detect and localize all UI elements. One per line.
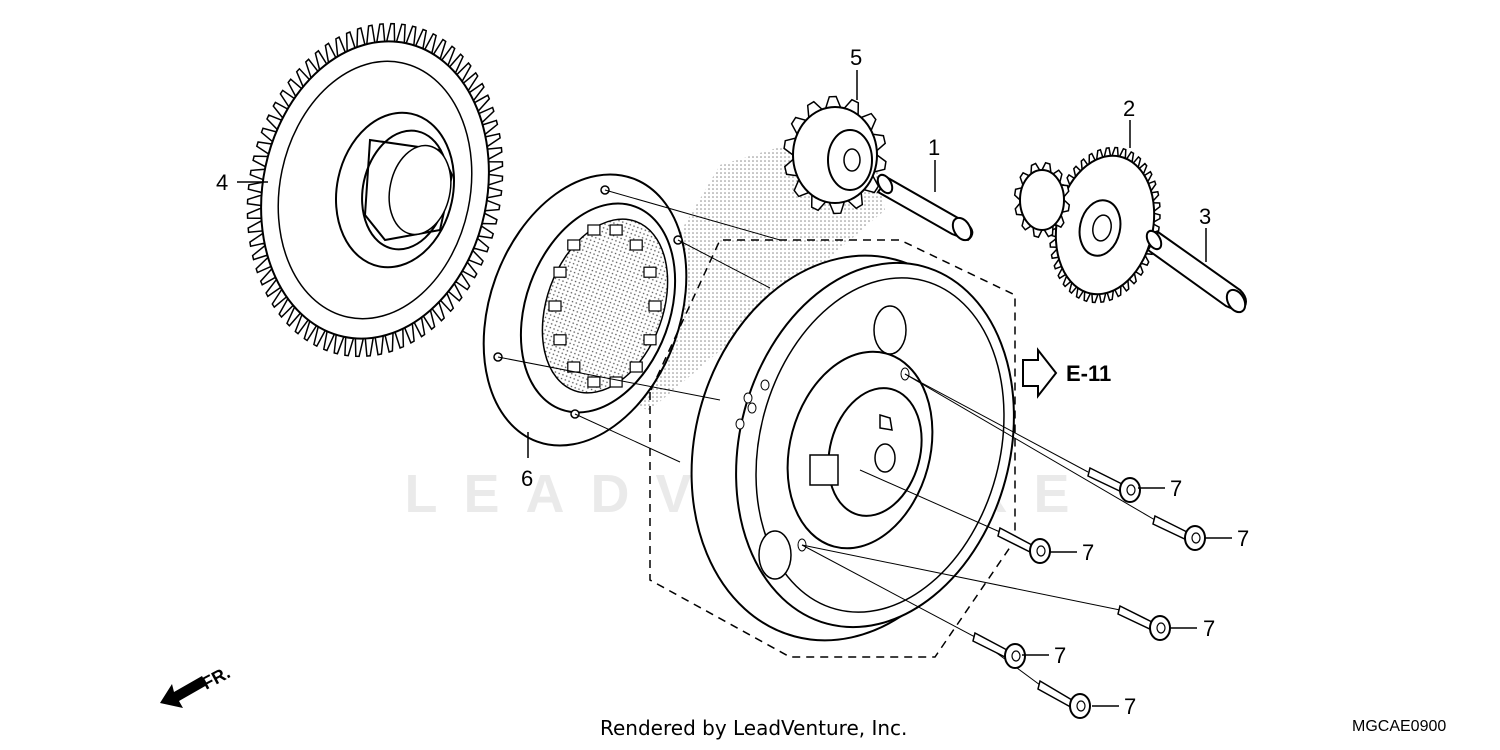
clutch-roller (609, 224, 623, 236)
flange-bolts[interactable] (972, 466, 1206, 719)
idle-gear-shaft[interactable] (875, 172, 975, 243)
clutch-roller (553, 334, 567, 346)
clutch-roller (609, 376, 623, 388)
bolt-socket (1156, 622, 1166, 634)
front-direction-indicator: FR. (160, 662, 233, 708)
callout-7a: 7 (1170, 476, 1182, 501)
bolt[interactable] (1117, 604, 1171, 641)
callout-6: 6 (521, 466, 533, 491)
front-arrow-icon (160, 676, 207, 708)
callout-1: 1 (928, 135, 940, 160)
starter-reduction-gear[interactable] (1013, 146, 1167, 304)
starter-driven-gear[interactable] (234, 20, 515, 360)
bolt-socket (1076, 700, 1086, 712)
clutch-roller (587, 224, 601, 236)
bolt-socket (1126, 484, 1136, 496)
assembly-lines (497, 189, 1156, 686)
diagram-code: MGCAE0900 (1352, 718, 1447, 735)
front-label: FR. (198, 662, 233, 693)
clutch-roller (553, 266, 567, 278)
clutch-roller (567, 239, 581, 251)
bolt-socket (1011, 650, 1021, 662)
bolt-socket (1191, 532, 1201, 544)
reference-arrow[interactable]: E-11 (1022, 347, 1111, 399)
callout-7b: 7 (1237, 526, 1249, 551)
callout-3: 3 (1199, 204, 1211, 229)
callout-7c: 7 (1082, 540, 1094, 565)
clutch-roller (643, 334, 657, 346)
rendered-by-credit: Rendered by LeadVenture, Inc. (600, 716, 908, 740)
bolt[interactable] (972, 631, 1026, 669)
bolt[interactable] (997, 526, 1051, 564)
starter-idle-gear[interactable] (783, 95, 887, 215)
clutch-roller (643, 266, 657, 278)
reduction-gear-shaft[interactable] (1144, 228, 1249, 315)
callout-5: 5 (850, 45, 862, 70)
starter-one-way-clutch[interactable] (448, 146, 722, 474)
outline-arrow-icon (1022, 347, 1058, 399)
bolt[interactable] (1152, 514, 1206, 551)
callout-7d: 7 (1203, 616, 1215, 641)
bolt-socket (1036, 545, 1046, 557)
clutch-roller (629, 239, 643, 251)
bolt[interactable] (1087, 466, 1141, 503)
bolt[interactable] (1037, 679, 1091, 719)
clutch-roller (587, 376, 601, 388)
reference-label: E-11 (1066, 361, 1111, 386)
leader-lines (237, 70, 1232, 707)
callout-4: 4 (216, 170, 228, 195)
callout-7f: 7 (1124, 694, 1136, 719)
clutch-roller (648, 300, 662, 312)
clutch-roller (548, 300, 562, 312)
callout-7e: 7 (1054, 643, 1066, 668)
callout-2: 2 (1123, 96, 1135, 121)
clutch-roller (629, 361, 643, 373)
